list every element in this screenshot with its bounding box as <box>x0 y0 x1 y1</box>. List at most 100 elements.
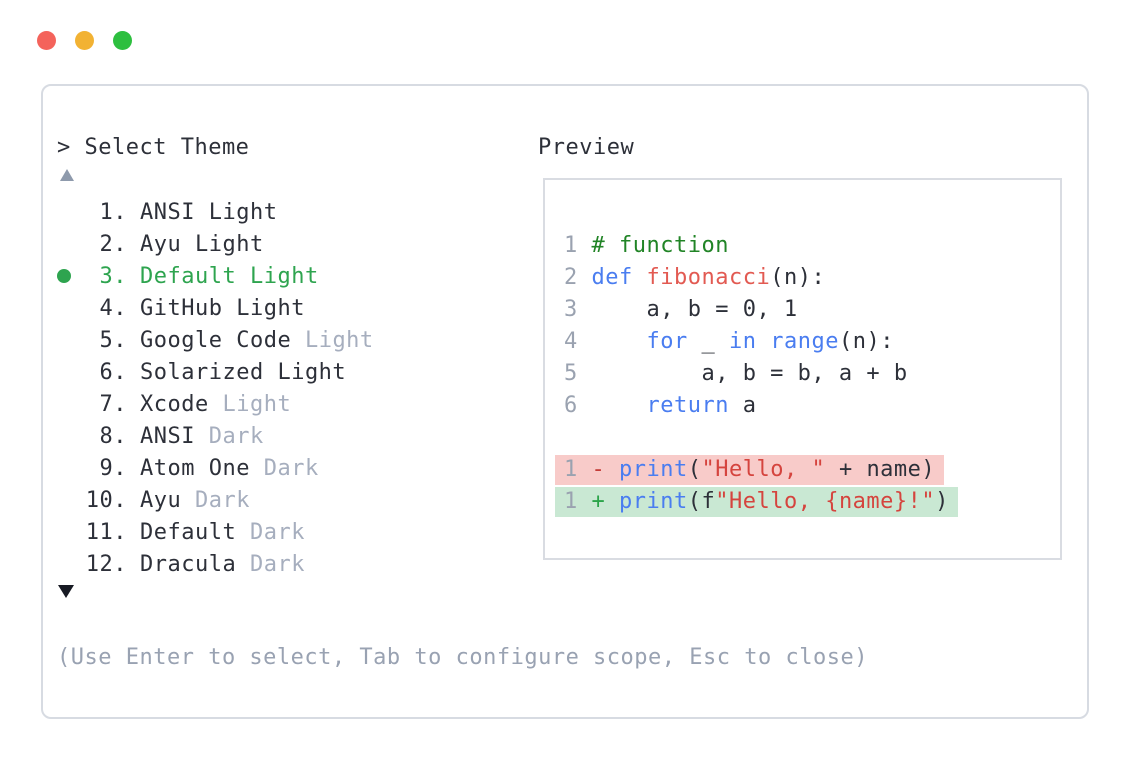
code-line-content: 1 + print(f"Hello, {name}!") <box>555 487 958 517</box>
theme-name: Dracula <box>140 551 237 577</box>
theme-option[interactable]: 7. Xcode Light <box>57 388 374 420</box>
theme-option[interactable]: 9. Atom One Dark <box>57 452 374 484</box>
token-keyword: for <box>646 329 688 354</box>
theme-option[interactable]: 8. ANSI Dark <box>57 420 374 452</box>
token-plain: a, b = b, a + b <box>591 361 908 386</box>
code-line-content: 3 a, b = 0, 1 <box>564 297 798 322</box>
theme-option[interactable]: 12.Dracula Dark <box>57 548 374 580</box>
code-line-content: 4 for _ in range(n): <box>564 329 894 354</box>
dot-placeholder <box>57 397 84 411</box>
token-plain <box>633 265 647 290</box>
dot-placeholder <box>57 525 84 539</box>
theme-name: Atom One <box>140 455 250 481</box>
token-plain: (n): <box>770 265 826 290</box>
theme-variant-muted: Dark <box>181 487 250 513</box>
token-plain: (n): <box>838 329 894 354</box>
dot-placeholder <box>57 493 84 507</box>
theme-option[interactable]: 10. Ayu Dark <box>57 484 374 516</box>
diff-added-line: 1 + print(f"Hello, {name}!") <box>545 486 1060 518</box>
theme-number: 6. <box>99 359 127 385</box>
theme-name: Ayu Light <box>140 231 264 257</box>
token-function: fibonacci <box>646 265 771 290</box>
code-line <box>545 422 1060 454</box>
window-controls <box>37 31 132 50</box>
theme-number: 11. <box>85 519 127 545</box>
scroll-down-icon[interactable] <box>58 585 74 598</box>
theme-variant-muted: Light <box>291 327 374 353</box>
theme-name: Google Code <box>140 327 292 353</box>
line-number: 1 <box>564 489 592 514</box>
theme-name: ANSI <box>140 423 195 449</box>
theme-number: 7. <box>99 391 127 417</box>
theme-option[interactable]: 3. Default Light <box>57 260 374 292</box>
line-number: 5 <box>564 361 592 386</box>
theme-variant-muted: Dark <box>194 423 264 449</box>
theme-option[interactable]: 5.Google Code Light <box>57 324 374 356</box>
keyboard-hint: (Use Enter to select, Tab to configure s… <box>57 645 868 670</box>
theme-number: 9. <box>99 455 127 481</box>
token-plain: _ <box>687 329 729 354</box>
theme-name: ANSI Light <box>140 199 278 225</box>
token-plain: ) <box>935 489 949 514</box>
code-line-content: 5 a, b = b, a + b <box>564 361 908 386</box>
token-plus: + <box>591 489 619 514</box>
token-plain: ( <box>687 457 702 482</box>
theme-number: 3. <box>99 263 127 289</box>
theme-number: 8. <box>99 423 127 449</box>
code-line-content: 1 # function <box>564 233 729 258</box>
token-plain: a <box>728 393 757 418</box>
line-number: 2 <box>564 265 592 290</box>
theme-number: 10. <box>85 487 127 513</box>
code-line: 1 # function <box>545 230 1060 262</box>
theme-option[interactable]: 1.ANSI Light <box>57 196 374 228</box>
token-minus: - <box>591 457 619 482</box>
close-button[interactable] <box>37 31 56 50</box>
code-line: 4 for _ in range(n): <box>545 326 1060 358</box>
minimize-button[interactable] <box>75 31 94 50</box>
theme-option[interactable]: 4. GitHub Light <box>57 292 374 324</box>
theme-variant-muted: Dark <box>236 519 305 545</box>
line-number: 6 <box>564 393 592 418</box>
theme-name: Ayu <box>140 487 182 513</box>
code-line: 6 return a <box>545 390 1060 422</box>
theme-name: Xcode <box>140 391 209 417</box>
line-number: 3 <box>564 297 592 322</box>
token-keyword: range <box>770 329 839 354</box>
line-number: 4 <box>564 329 592 354</box>
diff-removed-line: 1 - print("Hello, " + name) <box>545 454 1060 486</box>
code-line: 5 a, b = b, a + b <box>545 358 1060 390</box>
code-line: 2 def fibonacci(n): <box>545 262 1060 294</box>
theme-name: Solarized Light <box>140 359 347 385</box>
scroll-up-icon[interactable] <box>60 169 74 181</box>
code-line-content: 2 def fibonacci(n): <box>564 265 825 290</box>
line-number: 1 <box>564 457 592 482</box>
dot-placeholder <box>57 461 84 475</box>
dot-placeholder <box>57 429 84 443</box>
token-plain: a, b = 0, 1 <box>591 297 798 322</box>
select-theme-prompt: > Select Theme <box>57 135 250 160</box>
theme-number: 4. <box>99 295 127 321</box>
theme-variant-muted: Dark <box>249 455 319 481</box>
theme-name: Default Light <box>140 263 319 289</box>
theme-name: GitHub Light <box>140 295 305 321</box>
theme-variant-muted: Light <box>208 391 292 417</box>
token-keyword: def <box>591 265 633 290</box>
theme-name: Default <box>140 519 237 545</box>
code-line: 3 a, b = 0, 1 <box>545 294 1060 326</box>
token-plain: + name) <box>825 457 936 482</box>
theme-option[interactable]: 6. Solarized Light <box>57 356 374 388</box>
maximize-button[interactable] <box>113 31 132 50</box>
dot-placeholder <box>57 301 84 315</box>
token-keyword: print <box>619 489 688 514</box>
dot-placeholder <box>57 333 84 347</box>
theme-variant-muted: Dark <box>236 551 305 577</box>
token-plain <box>592 393 647 418</box>
theme-option[interactable]: 2.Ayu Light <box>57 228 374 260</box>
token-keyword: return <box>646 393 729 418</box>
theme-option[interactable]: 11. Default Dark <box>57 516 374 548</box>
selected-dot-icon <box>57 269 84 283</box>
